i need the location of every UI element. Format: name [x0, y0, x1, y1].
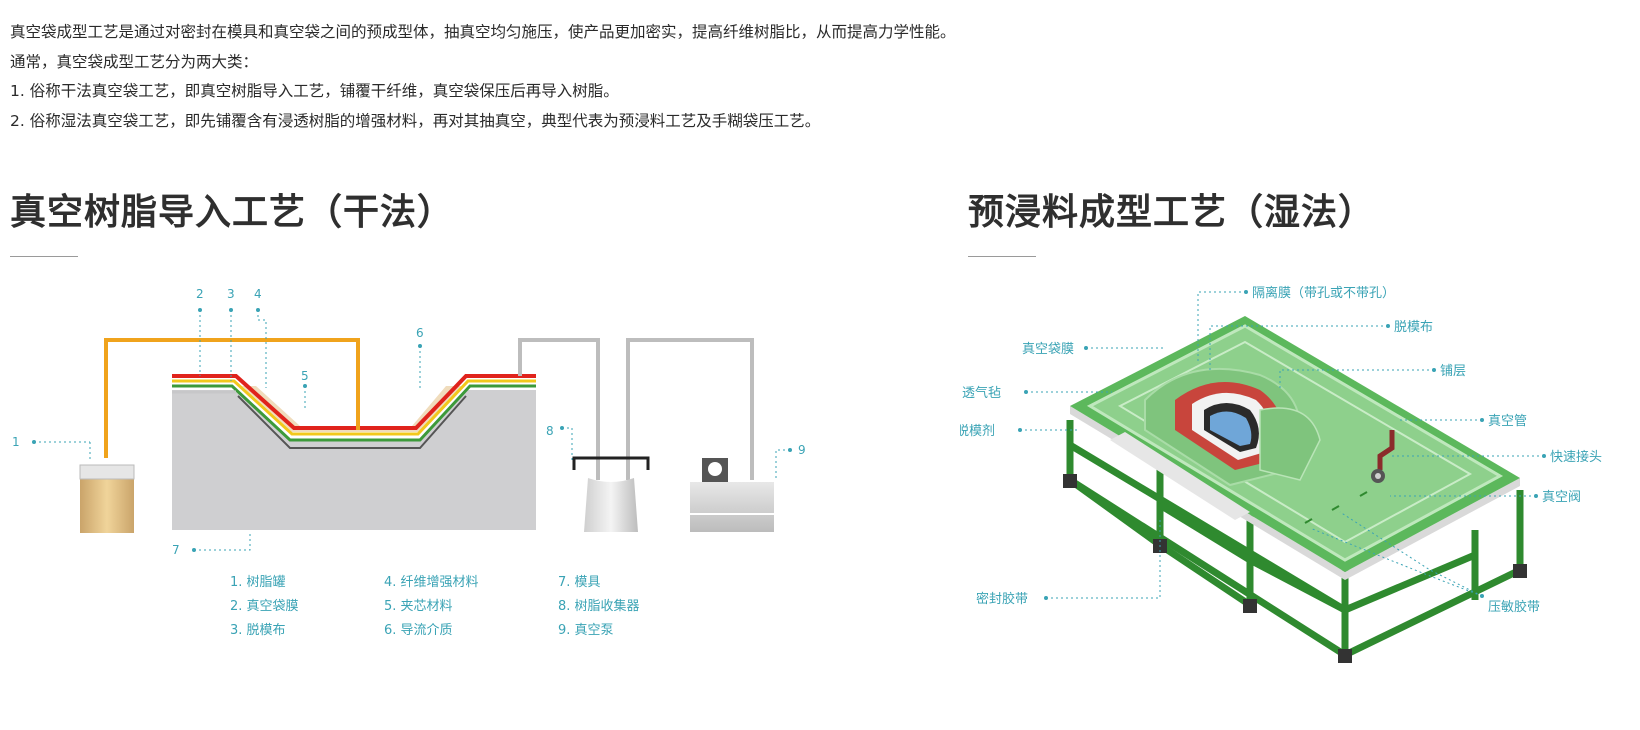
resin-feed-line: [104, 338, 360, 458]
callout-leaders: [34, 310, 790, 551]
vacuum-line-pump: [626, 338, 754, 480]
dry-process-title: 真空树脂导入工艺（干法）: [10, 192, 455, 233]
label-sealant-tape: 密封胶带: [976, 591, 1028, 607]
label-release-agent: 脱模剂: [960, 424, 995, 439]
breather-layer: [1117, 340, 1473, 544]
label-vacuum-valve: 真空阀: [1542, 490, 1581, 505]
callout-2: 2: [196, 287, 204, 301]
label-breather: 透气毡: [962, 385, 1001, 401]
wet-process-title: 预浸料成型工艺（湿法）: [968, 192, 1376, 233]
legend-item: 8. 树脂收集器: [558, 598, 640, 614]
wet-callout-leaders: [1020, 291, 1544, 599]
wet-callout-dots: [1018, 290, 1546, 600]
callout-8: 8: [546, 424, 554, 438]
legend-item: 7. 模具: [558, 575, 601, 590]
mold-plate-edge: [1070, 406, 1520, 580]
wet-title-underline: [968, 256, 1036, 257]
label-release-cloth: 脱模布: [1394, 320, 1433, 335]
legend-item: 5. 夹芯材料: [384, 599, 453, 614]
label-vacuum-bag: 真空袋膜: [1022, 342, 1074, 357]
resin-tank: [79, 464, 135, 533]
legend-item: 9. 真空泵: [558, 623, 614, 638]
pressure-tape-marks: [1304, 491, 1368, 524]
legend-item: 6. 导流介质: [384, 623, 453, 638]
callout-3: 3: [227, 287, 235, 301]
intro-line: 1. 俗称干法真空袋工艺，即真空树脂导入工艺，铺覆干纤维，真空袋保压后再导入树脂…: [10, 82, 619, 100]
vacuum-tube: [1371, 430, 1395, 483]
intro-line: 通常，真空袋成型工艺分为两大类：: [10, 52, 259, 71]
vacuum-pump: [690, 458, 774, 532]
callout-4: 4: [254, 287, 262, 301]
dry-legend: 1. 树脂罐 2. 真空袋膜 3. 脱模布 4. 纤维增强材料 5. 夹芯材料 …: [230, 575, 640, 638]
layup-part: [1144, 367, 1321, 487]
legend-item: 1. 树脂罐: [230, 575, 286, 590]
dry-title-underline: [10, 256, 78, 257]
label-pressure-tape: 压敏胶带: [1488, 599, 1540, 615]
release-cloth-layer: [172, 379, 536, 436]
fiber-layer: [172, 384, 536, 442]
intro-line: 真空袋成型工艺是通过对密封在模具和真空袋之间的预成型体，抽真空均匀施压，使产品更…: [10, 23, 956, 41]
label-vacuum-tube: 真空管: [1488, 414, 1527, 429]
callout-9: 9: [798, 443, 806, 457]
intro-text: 真空袋成型工艺是通过对密封在模具和真空袋之间的预成型体，抽真空均匀施压，使产品更…: [10, 18, 956, 136]
resin-collector: [572, 456, 650, 532]
mold: [172, 390, 536, 530]
callout-6: 6: [416, 326, 424, 340]
callout-1: 1: [12, 435, 20, 449]
callout-7: 7: [172, 543, 180, 557]
callout-dots: [32, 308, 792, 552]
legend-item: 2. 真空袋膜: [230, 599, 299, 614]
legend-item: 4. 纤维增强材料: [384, 575, 479, 590]
label-quick-connector: 快速接头: [1550, 449, 1602, 465]
mold-surface-line: [237, 395, 467, 449]
vacuum-line-mold: [518, 338, 600, 480]
vacuum-bag-layer: [172, 374, 536, 430]
label-isolation-film: 隔离膜（带孔或不带孔）: [1252, 285, 1395, 301]
label-layup: 铺层: [1440, 364, 1466, 379]
legend-item: 3. 脱模布: [230, 623, 286, 638]
intro-line: 2. 俗称湿法真空袋工艺，即先铺覆含有浸透树脂的增强材料，再对其抽真空，典型代表…: [10, 111, 821, 130]
dry-process-diagram: 2 3 4 6 5 1 8 9 7 1. 树脂罐 2. 真空袋膜 3. 脱模布 …: [12, 287, 806, 638]
wet-process-diagram: 隔离膜（带孔或不带孔） 脱模布 真空袋膜 铺层 透气毡 真空管 脱模剂 快速接头…: [960, 285, 1602, 663]
sealant-tape-strip: [1110, 432, 1250, 520]
callout-5: 5: [301, 369, 309, 383]
